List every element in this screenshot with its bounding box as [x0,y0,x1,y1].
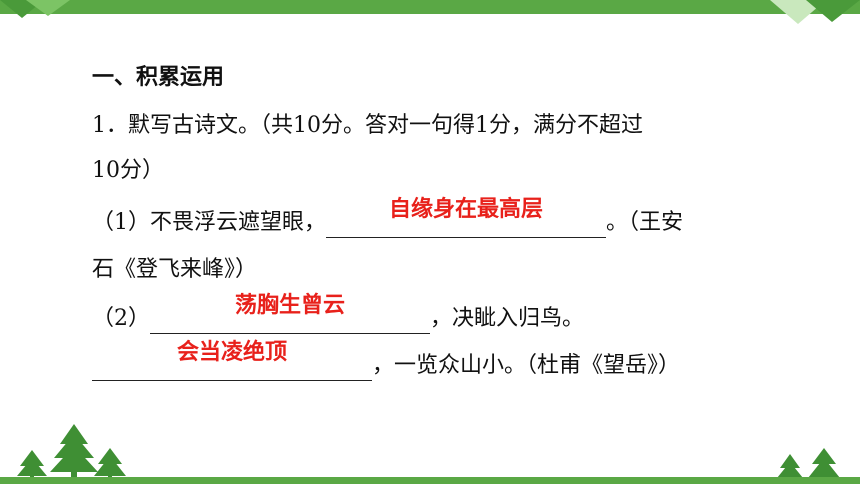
question-1-instruction: 1．默写古诗文。（共10分。答对一句得1分，满分不超过 [92,113,643,138]
item-2-prefix: （2） [92,306,150,331]
item-1-source: 石《登飞来峰》） [92,257,258,282]
item-2-answer-blank-1: 荡胸生曾云 [150,293,430,334]
item-1-prefix: （1）不畏浮云遮望眼， [92,210,326,235]
item-2-suffix: ，一览众山小。（杜甫《望岳》） [372,353,681,378]
left-trees-decor [17,424,126,484]
ground-strip-decor [0,477,860,484]
question-1-instruction-cont: 10分） [92,158,164,183]
top-right-triangle-decor [770,0,860,24]
top-left-triangle-decor [0,0,70,18]
top-decor-bar [0,0,860,14]
item-2-answer-blank-2: 会当凌绝顶 [92,340,372,381]
item-1-answer-blank: 自缘身在最高层 [326,197,606,238]
item-1-answer: 自缘身在最高层 [388,197,543,222]
item-2-line-2: 会当凌绝顶 ，一览众山小。（杜甫《望岳》） [92,340,681,381]
item-2-line: （2） 荡胸生曾云 ，决眦入归鸟。 [92,293,585,334]
item-2-answer-2: 会当凌绝顶 [176,340,287,365]
item-1-suffix: 。（王安 [606,210,684,235]
item-2-answer-1: 荡胸生曾云 [234,293,345,318]
item-1-line: （1）不畏浮云遮望眼， 自缘身在最高层。（王安 [92,197,684,238]
item-2-mid: ，决眦入归鸟。 [430,306,585,331]
section-title: 一、积累运用 [92,64,225,90]
